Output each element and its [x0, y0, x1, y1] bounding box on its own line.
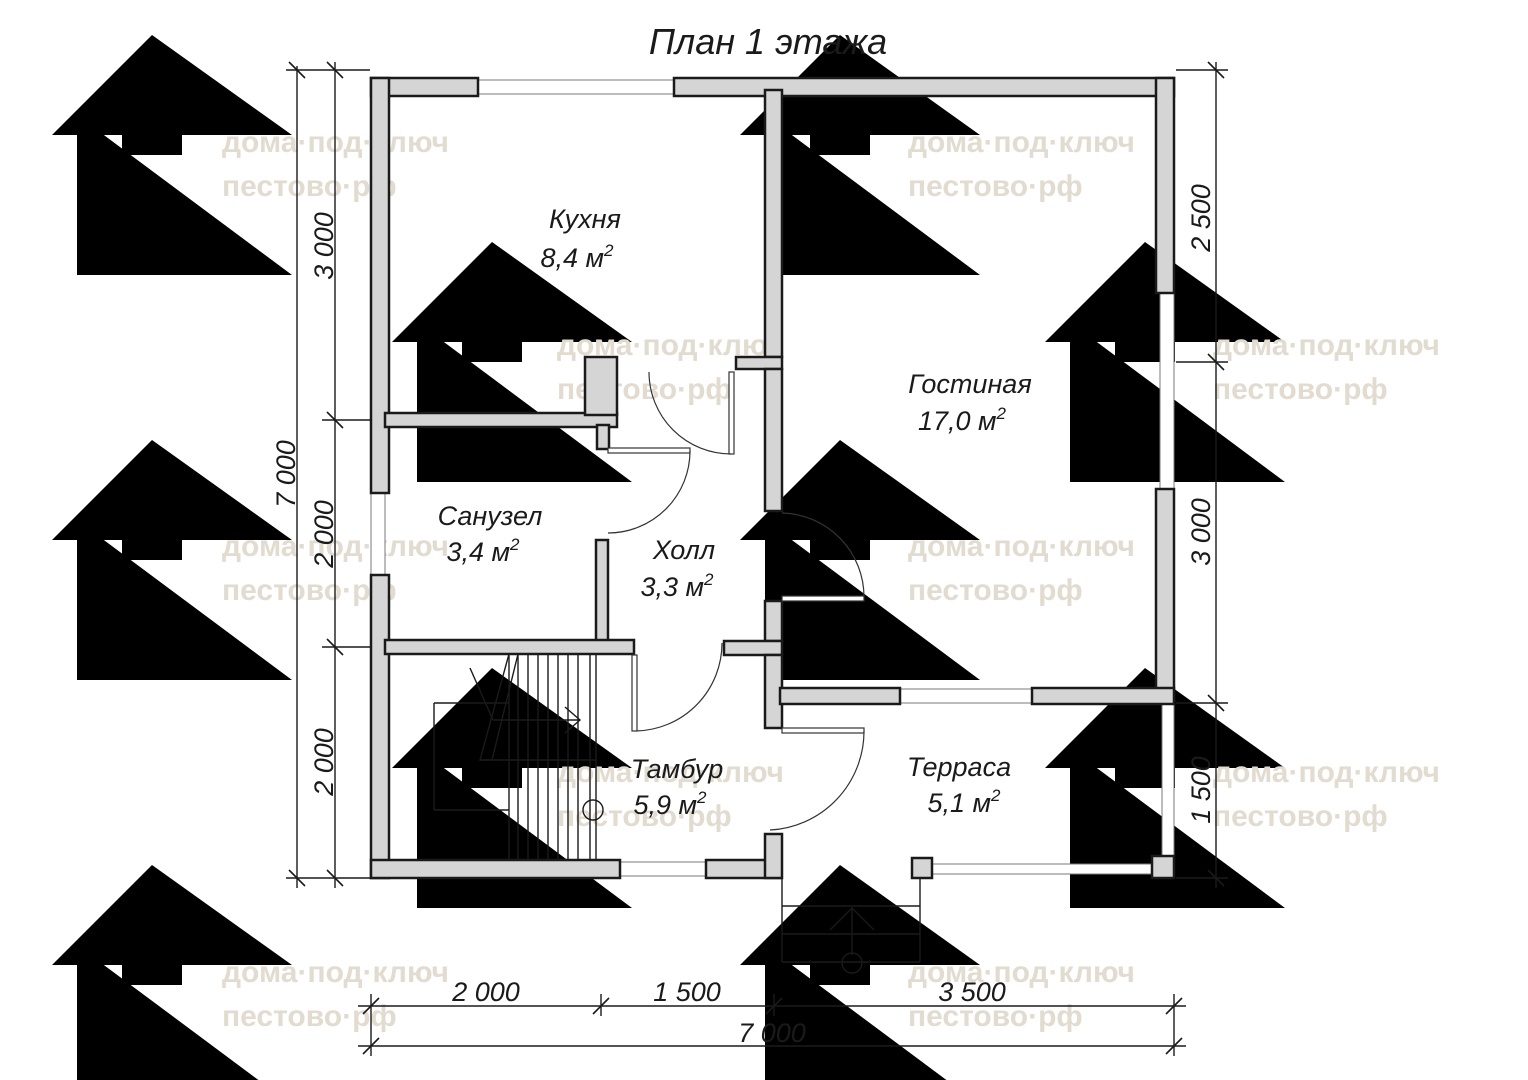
room-area-living: 17,0 м2 — [918, 404, 1007, 436]
watermark-text: пестово·рф — [222, 170, 397, 203]
room-name-terrace: Терраса — [907, 752, 1011, 782]
wall-segment — [763, 832, 784, 880]
window — [1161, 699, 1175, 863]
room-area-bathroom: 3,4 м2 — [446, 535, 520, 567]
wall-segment — [1030, 686, 1176, 706]
wall-segment — [778, 686, 902, 706]
watermark-text: пестово·рф — [222, 574, 397, 607]
room-name-kitchen: Кухня — [549, 204, 621, 234]
watermark-text: пестово·рф — [1213, 373, 1388, 406]
wall-segment — [583, 355, 619, 417]
terrace-post — [910, 856, 934, 880]
terrace-post — [1150, 854, 1176, 880]
wall-segment — [383, 638, 636, 656]
room-name-living: Гостиная — [908, 369, 1032, 399]
door-leaf — [728, 371, 735, 455]
wall-segment — [722, 639, 784, 657]
dim-right-1: 2 500 — [1186, 184, 1216, 253]
stair-start-marker — [582, 799, 604, 821]
door-swing — [648, 371, 732, 455]
step-marker — [841, 952, 863, 974]
door-leaf — [781, 595, 865, 602]
door-leaf — [781, 727, 865, 734]
wall-segment — [1154, 76, 1176, 295]
room-area-vestibule: 5,9 м2 — [633, 788, 707, 820]
doors — [607, 371, 865, 831]
watermark-text: дома·под·ключ — [908, 530, 1135, 563]
door-leaf — [631, 654, 638, 732]
room-name-bathroom: Санузел — [438, 501, 543, 531]
watermark-text: пестово·рф — [1213, 800, 1388, 833]
wall-segment — [383, 411, 619, 429]
dim-right-2: 3 000 — [1186, 498, 1216, 566]
wall-segment — [734, 355, 784, 371]
watermark-text: пестово·рф — [908, 574, 1083, 607]
door-swing — [769, 730, 865, 831]
wall-segment — [594, 538, 610, 652]
watermark-text: дома·под·ключ — [1213, 756, 1440, 789]
window — [927, 863, 1165, 875]
stair-area — [388, 653, 597, 861]
watermark-text: пестово·рф — [908, 170, 1083, 203]
watermark-text: дома·под·ключ — [222, 956, 449, 989]
dim-left-outer: 7 000 — [271, 440, 301, 508]
dim-left-2: 2 000 — [309, 500, 339, 569]
dim-bottom-1: 2 000 — [451, 977, 520, 1007]
staircase — [388, 653, 604, 861]
dimensions: 7 000 3 000 2 000 2 000 2 500 3 000 1 50… — [271, 61, 1228, 1056]
door-swing — [635, 642, 723, 732]
porch-steps — [781, 878, 921, 974]
dim-left-3: 2 000 — [309, 728, 339, 797]
watermark-layer: дома·под·ключ пестово·рф дома·под·ключ п… — [52, 35, 1440, 1080]
watermark-text: дома·под·ключ — [908, 126, 1135, 159]
wall-segment — [672, 76, 1176, 98]
window — [477, 79, 675, 95]
wall-segment — [369, 858, 622, 880]
door-leaf — [607, 447, 691, 454]
wall-segment — [595, 423, 611, 451]
watermark-text: дома·под·ключ — [908, 956, 1135, 989]
wall-segment — [763, 599, 784, 643]
plan-title: План 1 этажа — [649, 21, 887, 62]
wall-segment — [1154, 487, 1176, 705]
door-swing — [607, 450, 691, 534]
watermark-text: дома·под·ключ — [557, 756, 784, 789]
room-labels: Кухня 8,4 м2 Гостиная 17,0 м2 Санузел 3,… — [438, 204, 1032, 820]
window — [370, 492, 386, 576]
dim-bottom-3: 3 500 — [938, 977, 1006, 1007]
wall-segment — [369, 76, 391, 495]
room-area-terrace: 5,1 м2 — [927, 786, 1001, 818]
room-name-hall: Холл — [652, 535, 715, 565]
dim-bottom-2: 1 500 — [653, 977, 721, 1007]
room-area-hall: 3,3 м2 — [640, 570, 714, 602]
wall-segment — [763, 88, 784, 359]
window — [619, 861, 707, 877]
dim-right-3: 1 500 — [1186, 756, 1216, 824]
dim-left-1: 3 000 — [309, 212, 339, 280]
wall-segment — [763, 367, 784, 513]
wall-segment — [369, 573, 391, 880]
dim-bottom-outer: 7 000 — [738, 1018, 806, 1048]
door-swing — [781, 512, 865, 598]
room-name-vestibule: Тамбур — [631, 754, 724, 784]
window — [1159, 292, 1175, 490]
watermark-text: пестово·рф — [557, 373, 732, 406]
window — [899, 688, 1033, 704]
room-area-kitchen: 8,4 м2 — [540, 241, 614, 273]
walls — [369, 76, 1176, 880]
watermark-text: дома·под·ключ — [1213, 329, 1440, 362]
